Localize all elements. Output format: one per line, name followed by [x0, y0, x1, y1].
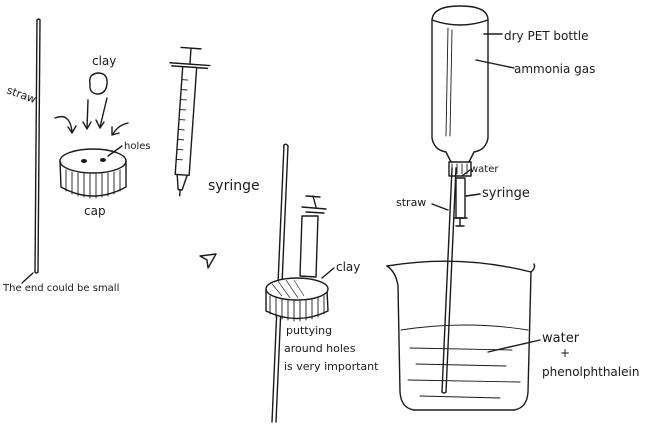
- bottle-cap: [59, 148, 127, 199]
- water-top-label: water: [470, 164, 499, 175]
- water-beaker-pointer: [487, 339, 541, 353]
- putty-line-1: puttying: [286, 324, 332, 337]
- syringe-top-label: syringe: [208, 178, 260, 194]
- syringe-middle: [299, 195, 327, 278]
- straw-right: [441, 167, 457, 394]
- clay-mid-pointer: [321, 267, 335, 279]
- clay-top-label: clay: [92, 54, 116, 68]
- clay-arrows: [54, 97, 129, 136]
- pet-bottle: [431, 5, 489, 177]
- syringe-top: [169, 46, 211, 197]
- clay-mid-label: clay: [336, 260, 360, 274]
- straw-right-label: straw: [396, 196, 426, 209]
- beaker: [386, 260, 536, 411]
- end-pointer: [21, 272, 34, 284]
- end-note: The end could be small: [2, 283, 119, 294]
- bottle-label: dry PET bottle: [504, 29, 589, 43]
- syringe-right: [453, 177, 468, 227]
- cap-label: cap: [84, 204, 106, 218]
- holes-pointer: [107, 145, 123, 157]
- ammonia-label: ammonia gas: [514, 62, 595, 76]
- plus-label: +: [560, 346, 570, 360]
- syringe-right-label: syringe: [482, 186, 530, 201]
- clay-ball: [88, 72, 108, 95]
- straw-right-pointer: [431, 203, 449, 211]
- cap-middle: [265, 277, 329, 322]
- straw-left: [34, 18, 41, 274]
- assembly-arrow: [199, 253, 217, 269]
- phenol-label: phenolphthalein: [542, 365, 639, 379]
- holes-label: holes: [124, 141, 151, 152]
- syringe-right-pointer: [465, 193, 481, 197]
- water-top-pointer: [461, 169, 471, 177]
- putty-line-3: is very important: [284, 360, 379, 373]
- putty-line-2: around holes: [284, 342, 356, 355]
- straw-left-label: straw: [5, 84, 38, 107]
- water-beaker-label: water: [542, 331, 580, 346]
- ammonia-pointer: [475, 59, 515, 69]
